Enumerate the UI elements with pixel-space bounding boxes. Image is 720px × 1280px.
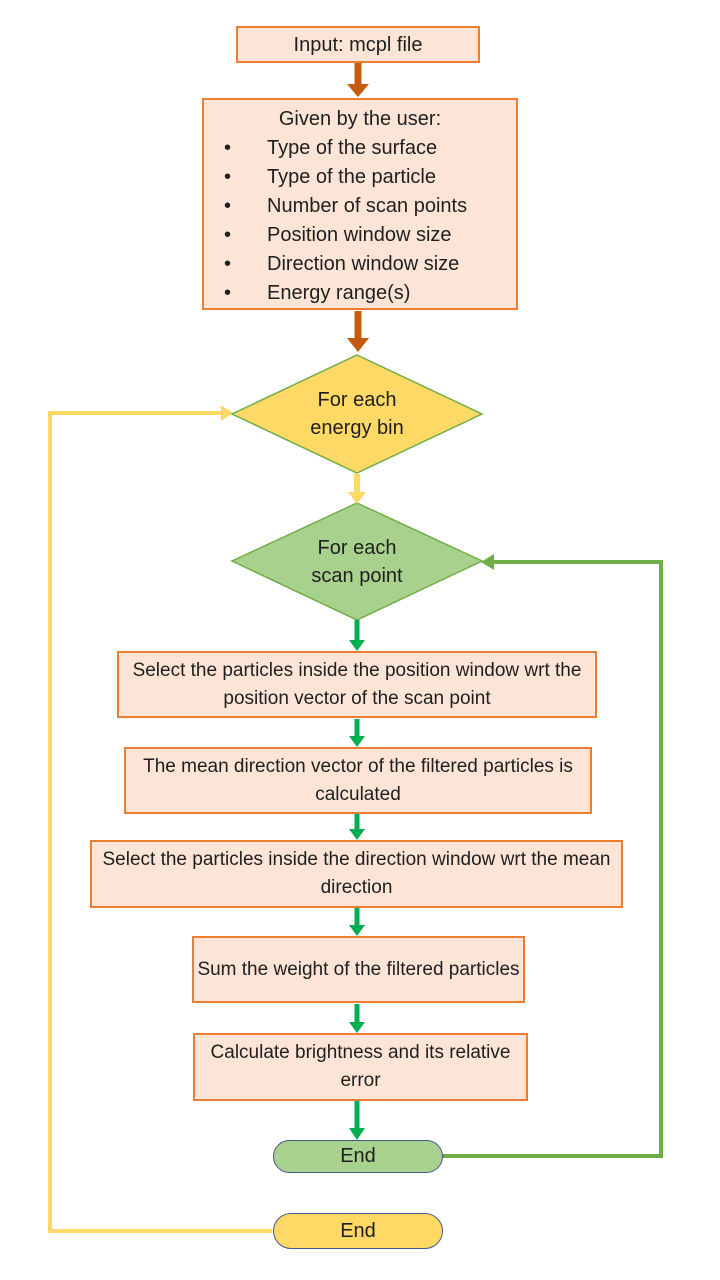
node-select-position-window: Select the particles inside the position…	[117, 651, 597, 718]
node-scan-loop-end-label: End	[340, 1145, 376, 1167]
arrow-brightness-to-scan-end	[349, 1101, 365, 1140]
node-mean-direction: The mean direction vector of the filtere…	[124, 747, 592, 814]
list-item: Direction window size	[204, 250, 516, 279]
node-user-inputs-title: Given by the user:	[278, 108, 442, 130]
arrowhead-into-scan-diamond	[481, 554, 494, 570]
node-energy-bin-loop-label: For each energy bin	[310, 389, 404, 439]
node-calc-brightness-label: Calculate brightness and its relative er…	[210, 1042, 511, 1091]
list-item: Type of the particle	[204, 163, 516, 192]
arrow-scan-to-select-position	[349, 620, 365, 651]
node-energy-loop-end-label: End	[340, 1219, 376, 1242]
list-item-label: Type of the surface	[267, 137, 438, 159]
scan-loop-return-connector	[442, 554, 663, 1158]
arrow-mean-direction-to-select-direction	[349, 814, 365, 840]
arrow-energy-to-scan	[348, 474, 366, 504]
list-item-label: Number of scan points	[267, 195, 468, 217]
node-mean-direction-label: The mean direction vector of the filtere…	[143, 755, 573, 805]
arrow-sum-weight-to-brightness	[349, 1004, 365, 1033]
list-item-label: Type of the particle	[267, 166, 436, 188]
node-energy-loop-end: End	[273, 1213, 443, 1249]
list-item: Number of scan points	[204, 192, 516, 221]
list-item-label: Position window size	[267, 224, 452, 246]
list-item: Energy range(s)	[204, 279, 516, 308]
node-input-file: Input: mcpl file	[236, 26, 480, 63]
node-user-inputs: Given by the user: Type of the surface T…	[202, 98, 518, 310]
node-scan-point-loop-label: For each scan point	[311, 536, 403, 587]
arrowhead-into-energy-diamond	[221, 405, 233, 421]
node-sum-weight: Sum the weight of the filtered particles	[192, 936, 525, 1003]
arrow-input-to-given	[347, 63, 369, 97]
arrow-given-to-energy-loop	[347, 311, 369, 352]
arrow-select-direction-to-sum-weight	[349, 908, 365, 936]
energy-bin-diamond-shape	[230, 354, 484, 474]
node-scan-loop-end: End	[273, 1140, 443, 1173]
node-input-file-label: Input: mcpl file	[293, 33, 423, 56]
node-select-position-window-label: Select the particles inside the position…	[132, 659, 582, 709]
list-item: Position window size	[204, 221, 516, 250]
energy-loop-return-connector	[48, 405, 272, 1233]
list-item-label: Direction window size	[267, 253, 460, 275]
node-sum-weight-label: Sum the weight of the filtered particles	[197, 958, 520, 980]
node-select-direction-window: Select the particles inside the directio…	[90, 840, 623, 908]
list-item-label: Energy range(s)	[267, 282, 411, 304]
node-select-direction-window-label: Select the particles inside the directio…	[102, 849, 611, 898]
node-calc-brightness: Calculate brightness and its relative er…	[193, 1033, 528, 1101]
list-item: Type of the surface	[204, 134, 516, 163]
arrow-select-position-to-mean-direction	[349, 719, 365, 747]
user-inputs-list: Type of the surface Type of the particle…	[204, 134, 516, 308]
